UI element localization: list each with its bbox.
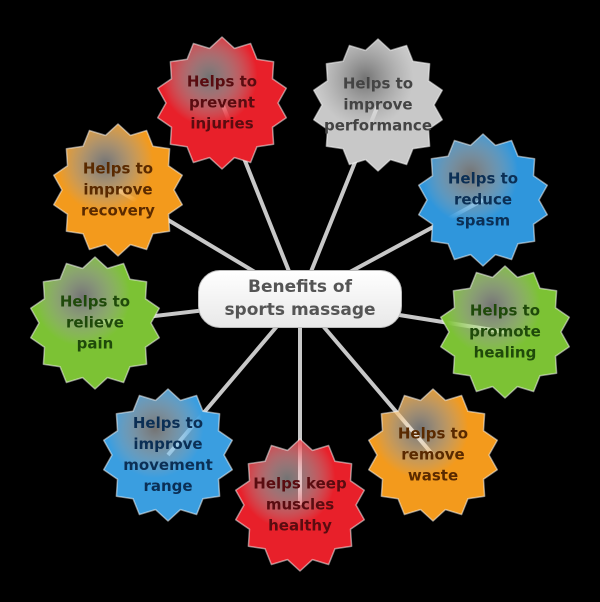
badge-starburst	[234, 438, 366, 572]
badge-label: Helps to remove waste	[397, 424, 469, 485]
badge-label: Helps to prevent injuries	[186, 72, 258, 133]
badge-starburst	[52, 123, 184, 257]
badge-label: Helps to relieve pain	[59, 292, 131, 353]
badge-label: Helps to improve performance	[323, 74, 433, 135]
badge-label: Helps keep muscles healthy	[253, 474, 347, 535]
badge-label: Helps to reduce spasm	[447, 169, 519, 230]
center-node: Benefits of sports massage	[198, 270, 402, 328]
badge-starburst	[29, 256, 161, 390]
badge-starburst	[156, 36, 288, 170]
badge-label: Helps to improve movement range	[123, 414, 213, 495]
badge-starburst	[367, 388, 499, 522]
badge-label: Helps to promote healing	[469, 301, 541, 362]
badge-starburst	[312, 38, 444, 172]
badge-starburst	[439, 265, 571, 399]
badge-starburst	[417, 133, 549, 267]
badge-label: Helps to improve recovery	[81, 159, 155, 220]
badge-starburst	[102, 388, 234, 522]
